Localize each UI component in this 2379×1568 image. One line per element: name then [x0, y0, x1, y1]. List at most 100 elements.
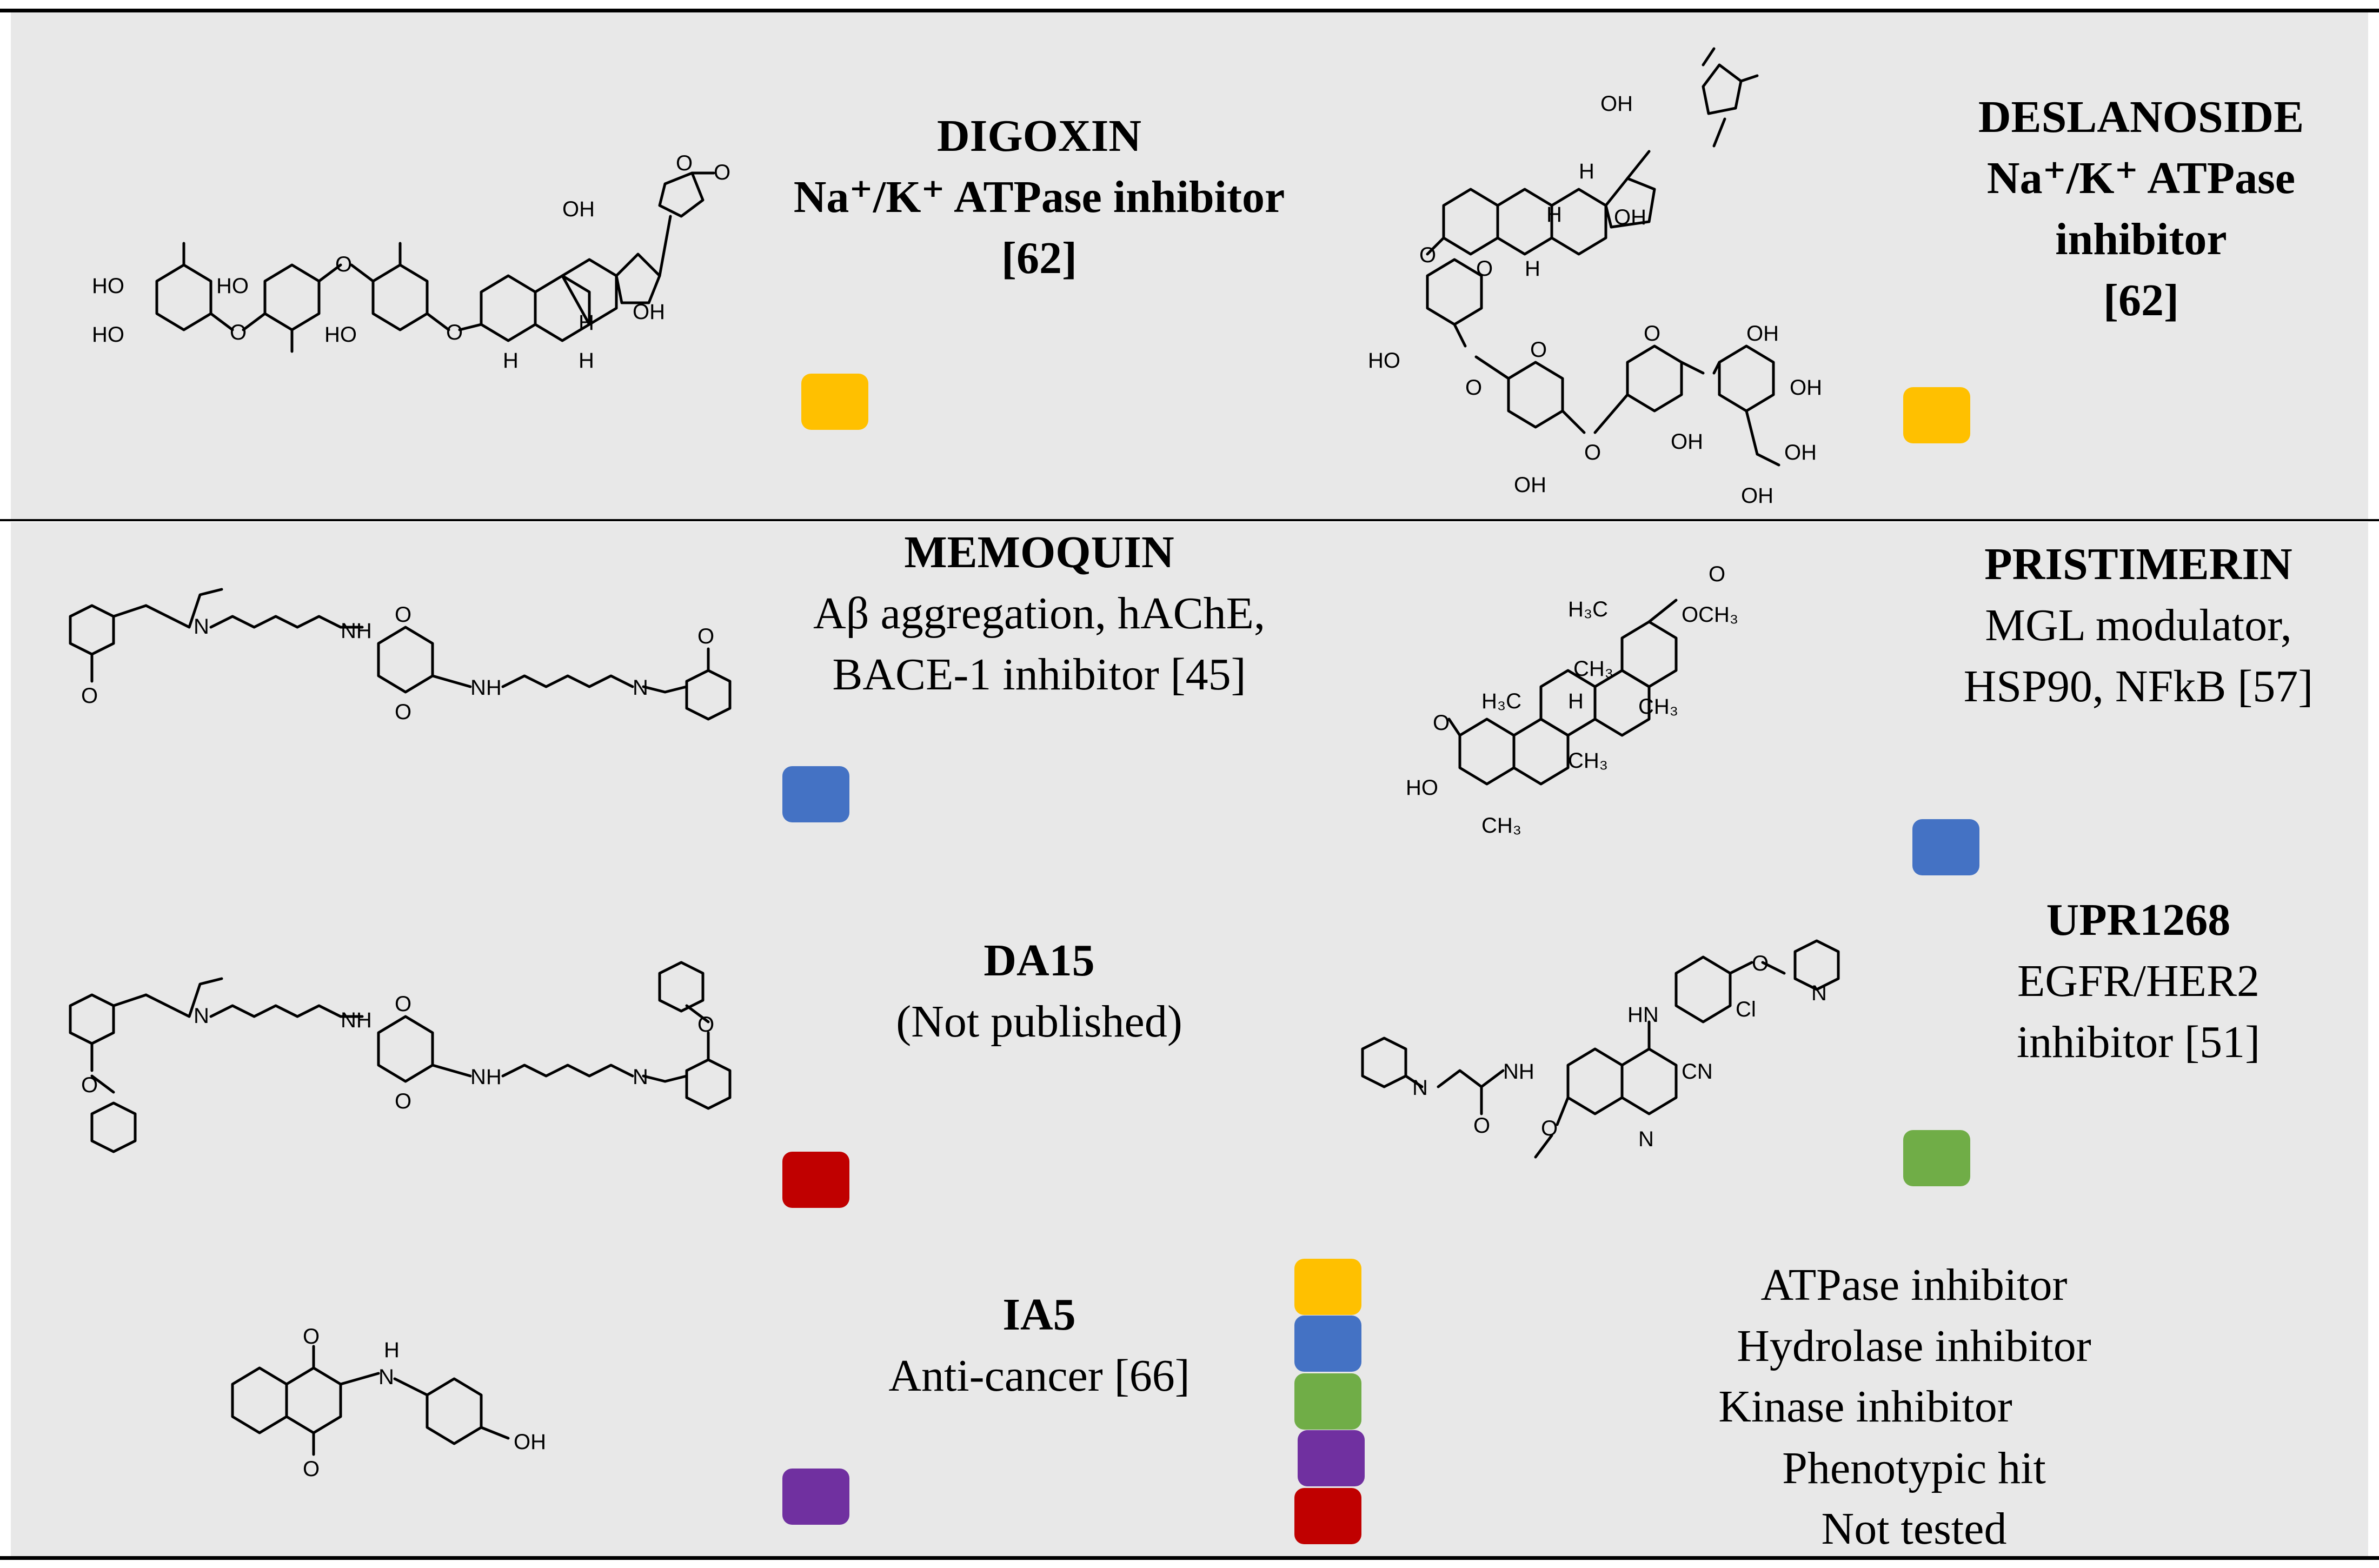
atom-label: O — [303, 1457, 320, 1481]
atom-label: H — [1546, 203, 1562, 227]
legend-swatch-hydrolase — [1294, 1315, 1361, 1372]
atom-label: HO — [216, 274, 249, 298]
atom-label: OH — [1671, 430, 1703, 454]
atom-label: N — [633, 676, 648, 700]
atom-label: N — [1811, 981, 1827, 1005]
compound-target: (Not published) — [896, 996, 1182, 1047]
compound-name: DA15 — [984, 935, 1095, 986]
atom-label: N — [633, 1065, 648, 1089]
compound-name: DIGOXIN — [936, 111, 1142, 161]
atom-label: O — [714, 161, 730, 184]
da15-label: DA15 (Not published) — [896, 930, 1182, 1052]
compound-name: IA5 — [1002, 1290, 1076, 1340]
atom-label: H₃C — [1568, 597, 1608, 621]
compound-target: Anti-cancer [66] — [888, 1351, 1190, 1401]
compound-target: Na⁺/K⁺ ATPase — [1986, 153, 2296, 203]
compound-target: MGL modulator, — [1985, 600, 2292, 650]
atom-label: O — [1541, 1117, 1558, 1140]
memoquin-category-swatch — [782, 766, 849, 822]
middle-rule — [0, 519, 2379, 521]
atom-label: HN — [1627, 1003, 1659, 1027]
digoxin-category-swatch — [801, 374, 868, 430]
atom-label: O — [395, 1089, 411, 1113]
top-rule — [0, 9, 2379, 12]
atom-label: O — [697, 624, 714, 648]
atom-label: O — [81, 684, 98, 708]
compound-target-cont: inhibitor [51] — [2016, 1017, 2261, 1067]
legend-label-hydrolase: Hydrolase inhibitor — [1737, 1321, 2091, 1371]
atom-label: N — [194, 1004, 209, 1028]
atom-label: O — [1752, 952, 1769, 975]
atom-label: N — [1638, 1127, 1654, 1151]
atom-label: O — [230, 321, 247, 344]
atom-label: NH — [1503, 1060, 1534, 1084]
atom-label: H — [1525, 257, 1540, 281]
compound-target: EGFR/HER2 — [2017, 956, 2260, 1006]
atom-label: NH — [470, 676, 502, 700]
legend-label-phenotypic: Phenotypic hit — [1782, 1443, 2046, 1493]
atom-label: CN — [1682, 1060, 1713, 1084]
upr1268-category-swatch — [1903, 1130, 1970, 1186]
atom-label: CH₃ — [1481, 814, 1521, 838]
atom-label: OH — [514, 1430, 546, 1454]
atom-label: O — [335, 253, 352, 276]
atom-label: Cl — [1736, 998, 1756, 1021]
atom-label: OH — [1614, 205, 1646, 229]
atom-label: O — [1419, 243, 1436, 267]
atom-label: O — [81, 1073, 98, 1097]
pristimerin-label: PRISTIMERIN MGL modulator, HSP90, NFkB [… — [1964, 534, 2313, 717]
deslanoside-structure: OH OH H H H O O HO O O OH O O OH OH OH O… — [1368, 47, 1822, 508]
atom-label: H — [384, 1338, 400, 1362]
atom-label: O — [1709, 562, 1725, 586]
pristimerin-structure: H₃C OCH₃ O H₃C CH₃ CH₃ H CH₃ O HO CH₃ — [1406, 562, 1738, 838]
ia5-structure: O O H N OH — [231, 1325, 546, 1481]
compound-target-cont: HSP90, NFkB [57] — [1963, 661, 2314, 712]
legend-swatch-atpase — [1294, 1259, 1361, 1315]
atom-label: O — [1433, 711, 1450, 735]
compound-target-cont: inhibitor — [2055, 214, 2227, 264]
memoquin-label: MEMOQUIN Aβ aggregation, hAChE, BACE-1 i… — [813, 522, 1265, 705]
atom-label: OH — [1746, 322, 1779, 346]
atom-label: O — [1644, 322, 1660, 346]
atom-label: N — [194, 615, 209, 639]
da15-category-swatch — [782, 1152, 849, 1208]
compound-name: UPR1268 — [2046, 895, 2231, 945]
compound-name: PRISTIMERIN — [1984, 539, 2292, 589]
compound-reference: [62] — [2103, 275, 2179, 325]
atom-label: OH — [1790, 376, 1822, 400]
legend-label-not-tested: Not tested — [1821, 1504, 2007, 1554]
atom-label: NH — [341, 1008, 372, 1032]
atom-label: CH₃ — [1573, 657, 1613, 681]
atom-label: H — [1568, 689, 1584, 713]
atom-label: O — [303, 1325, 320, 1348]
atom-label: O — [1530, 338, 1547, 362]
atom-label: H — [579, 349, 594, 373]
bottom-rule — [0, 1556, 2379, 1560]
compound-target: Aβ aggregation, hAChE, — [813, 588, 1265, 639]
atom-label: OH — [1514, 473, 1546, 497]
legend-swatch-kinase — [1294, 1373, 1361, 1430]
top-panel — [11, 12, 2368, 519]
atom-label: O — [395, 603, 411, 627]
atom-label: NH — [341, 619, 372, 643]
atom-label: O — [1476, 257, 1493, 281]
atom-label: O — [395, 992, 411, 1016]
legend-swatch-phenotypic — [1298, 1430, 1365, 1486]
atom-label: HO — [92, 274, 124, 298]
atom-label: CH₃ — [1568, 749, 1608, 773]
atom-label: HO — [324, 323, 357, 347]
atom-label: N — [1412, 1076, 1428, 1100]
atom-label: OH — [633, 300, 665, 324]
upr1268-label: UPR1268 EGFR/HER2 inhibitor [51] — [2017, 889, 2260, 1073]
ia5-label: IA5 Anti-cancer [66] — [888, 1284, 1190, 1406]
atom-label: H — [503, 349, 519, 373]
atom-label: O — [1584, 441, 1601, 464]
atom-label: OH — [1741, 484, 1773, 508]
atom-label: HO — [1406, 776, 1438, 800]
digoxin-label: DIGOXIN Na⁺/K⁺ ATPase inhibitor [62] — [794, 105, 1285, 289]
atom-label: NH — [470, 1065, 502, 1089]
atom-label: OH — [562, 197, 595, 221]
compound-target-cont: BACE-1 inhibitor [45] — [832, 649, 1246, 700]
atom-label: O — [446, 321, 463, 344]
pristimerin-category-swatch — [1912, 819, 1979, 875]
